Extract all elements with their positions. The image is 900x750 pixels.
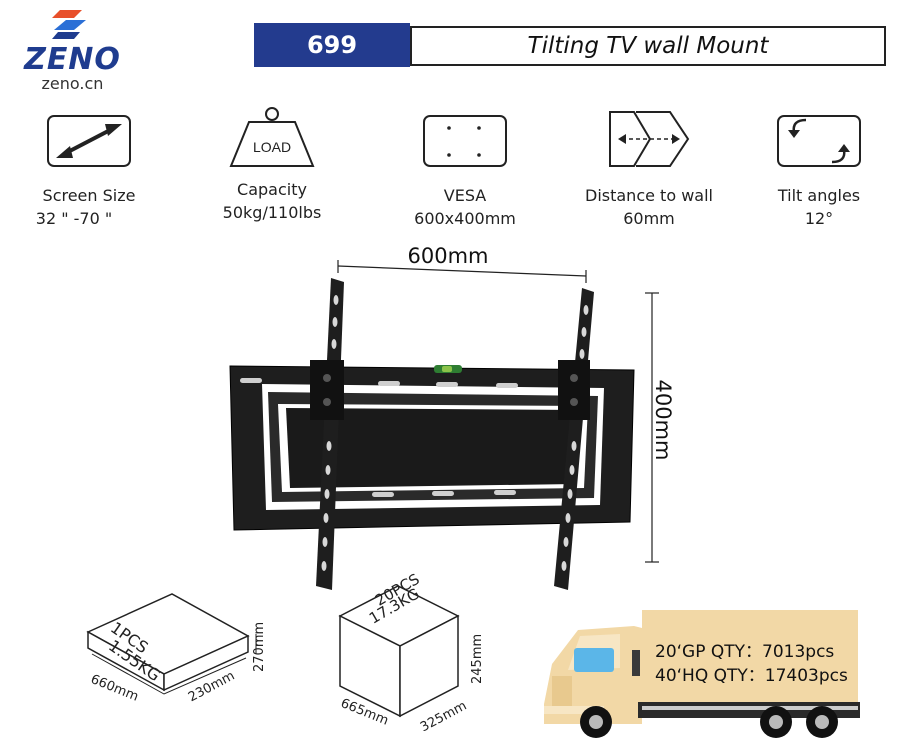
page-title: Tilting TV wall Mount (410, 26, 886, 66)
inner-box-drawing (86, 593, 257, 695)
container-truck-icon (544, 610, 860, 738)
spec-value: 32 " -70 " (35, 209, 113, 228)
spec-screen-size: Screen Size 32 " -70 " (4, 114, 174, 230)
width-dimension-label: 600mm (407, 244, 489, 268)
vesa-holes-icon (423, 115, 507, 167)
carton-box-drawing (338, 585, 460, 718)
spec-distance: Distance to wall 60mm (564, 108, 734, 230)
brand-logo: ZENO zeno.cn (10, 8, 135, 93)
inner-box-height: 270mm (252, 621, 267, 672)
spec-vesa: VESA 600x400mm (380, 114, 550, 230)
qty-20gp: 20‘GP QTY：7013pcs (655, 642, 835, 662)
tilt-arrows-icon (777, 115, 861, 167)
spec-capacity: LOAD Capacity 50kg/110lbs (187, 106, 357, 224)
spec-value: 600x400mm (414, 209, 516, 228)
model-number: 699 (254, 23, 410, 67)
load-icon-text: LOAD (253, 139, 291, 155)
qty-40hq: 40‘HQ QTY：17403pcs (655, 666, 848, 686)
wall-distance-icon (609, 111, 690, 167)
spec-value: 60mm (623, 209, 675, 228)
spec-label: Capacity (237, 180, 307, 199)
brand-name: ZENO (24, 42, 121, 77)
spec-value: 50kg/110lbs (222, 203, 322, 222)
spec-tilt: Tilt angles 12° (734, 114, 900, 230)
spec-label: Screen Size (42, 186, 136, 205)
left-vertical-arm (310, 278, 344, 590)
arrows-diagonal-icon (47, 115, 131, 167)
spec-label: VESA (443, 186, 487, 205)
brand-url: zeno.cn (41, 74, 104, 93)
spec-value: 12° (804, 209, 834, 228)
zeno-logo-icon (52, 10, 86, 39)
load-weight-icon: LOAD (229, 107, 315, 167)
carton-height: 245mm (470, 633, 485, 684)
spec-label: Distance to wall (585, 186, 713, 205)
right-vertical-arm (554, 288, 594, 590)
spec-label: Tilt angles (777, 186, 861, 205)
